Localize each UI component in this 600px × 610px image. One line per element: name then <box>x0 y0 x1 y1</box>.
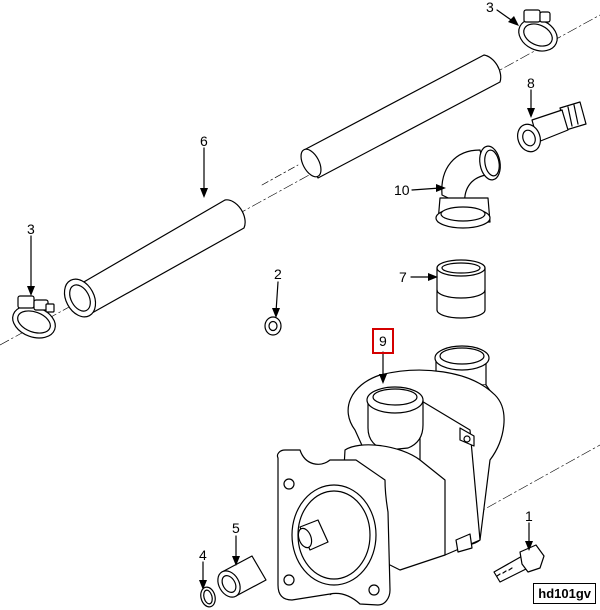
leader-arrowheads <box>27 16 535 590</box>
hose-clamp-top <box>518 9 558 52</box>
adapter-fitting <box>517 101 587 153</box>
callout-7[interactable]: 7 <box>399 269 407 285</box>
hose-lower <box>63 199 246 318</box>
callout-10[interactable]: 10 <box>394 182 410 198</box>
callout-4[interactable]: 4 <box>199 547 207 563</box>
lock-washer <box>264 316 282 336</box>
hose-break-line <box>261 164 299 186</box>
callout-3-top[interactable]: 3 <box>486 0 494 15</box>
callout-5[interactable]: 5 <box>232 520 240 536</box>
retaining-ring <box>200 586 216 608</box>
hose-clamp-left <box>12 295 56 339</box>
bushing <box>217 555 267 598</box>
callout-2[interactable]: 2 <box>274 266 282 282</box>
pump-assembly <box>276 345 505 606</box>
elbow-fitting <box>435 145 501 229</box>
sleeve-coupling <box>436 259 486 319</box>
callout-3-left[interactable]: 3 <box>27 221 35 237</box>
callout-8[interactable]: 8 <box>527 75 535 91</box>
callout-9-highlight <box>372 328 394 354</box>
figure-code: hd101gv <box>533 583 596 604</box>
callout-1[interactable]: 1 <box>525 508 533 524</box>
hose-upper <box>300 54 502 179</box>
hex-bolt <box>493 544 545 583</box>
callout-9[interactable]: 9 <box>379 333 387 349</box>
callout-6[interactable]: 6 <box>200 133 208 149</box>
